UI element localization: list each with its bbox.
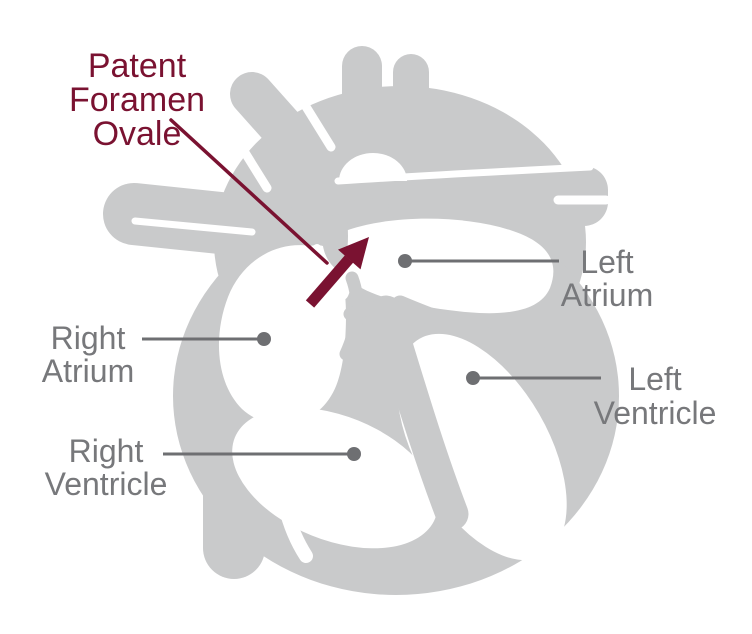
vessel-stubs-left [103, 183, 299, 259]
right-atrium-cavity [218, 245, 346, 425]
leader-left-atrium [398, 254, 559, 268]
septum-primum-flap [322, 214, 348, 272]
leader-right-atrium [142, 332, 271, 346]
upper-left-vessel-separation [295, 92, 336, 152]
heart-chambers [131, 92, 611, 563]
leader-dot-right-ventricle [347, 447, 361, 461]
leader-dot-left-ventricle [466, 371, 480, 385]
pfo-arrow-shaft [305, 255, 354, 308]
label-right-ventricle-line2: Ventricle [45, 466, 168, 502]
label-left-atrium-line2: Atrium [561, 277, 653, 313]
diagram-labels: Patent Foramen Ovale Right Atrium Left A… [42, 47, 717, 502]
callout-pfo-line3: Ovale [93, 115, 182, 153]
label-right-atrium-line2: Atrium [42, 353, 134, 389]
leader-left-ventricle [466, 371, 601, 385]
label-right-ventricle-line1: Right [69, 433, 144, 469]
arch-band-separation [334, 163, 594, 185]
mitral-band [391, 295, 546, 361]
pfo-arrow-icon [338, 237, 369, 270]
callout-pfo-line2: Foramen [69, 81, 205, 119]
leader-dot-right-atrium [257, 332, 271, 346]
left-atrium-cavity [329, 218, 554, 314]
label-left-ventricle-line1: Left [628, 361, 681, 397]
aortic-arch-window [339, 153, 407, 181]
vessel-diagonal-upper-left [230, 72, 340, 190]
heart-septa [313, 214, 546, 531]
left-stubs-separation [131, 217, 256, 236]
label-right-atrium-line1: Right [51, 320, 126, 356]
leader-right-ventricle [163, 447, 361, 461]
pfo-pointer-line [169, 118, 329, 265]
right-ventricle-cavity [232, 407, 438, 549]
interventricular-septum [369, 295, 469, 531]
pulmonary-band [388, 166, 608, 226]
leader-dot-left-atrium [398, 254, 412, 268]
callout-pfo-line1: Patent [88, 47, 187, 85]
label-left-ventricle-line2: Ventricle [594, 395, 717, 431]
vessel-trunk-separation [239, 146, 272, 193]
leader-lines [142, 254, 601, 461]
pfo-pointer [169, 118, 369, 308]
label-left-atrium-line1: Left [580, 244, 633, 280]
left-ventricle-cavity [397, 333, 567, 561]
